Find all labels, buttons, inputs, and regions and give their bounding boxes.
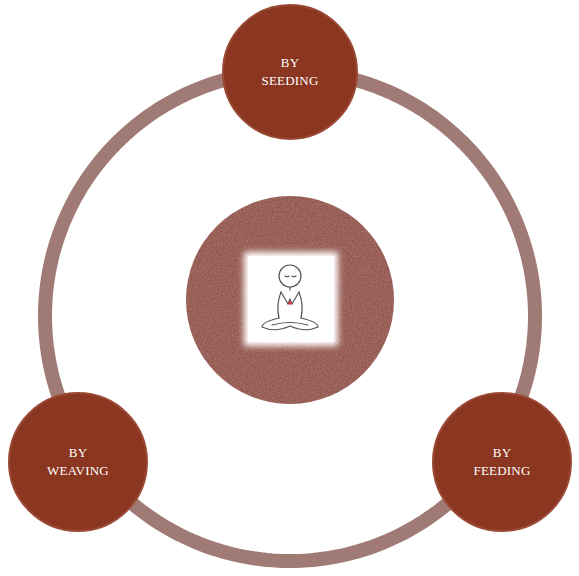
circle-outline [222, 4, 358, 140]
circle-outline [432, 392, 572, 532]
stage-label: BY WEAVING [47, 444, 109, 479]
cycle-ring-arc [354, 79, 535, 398]
stage-label: BY FEEDING [474, 444, 531, 479]
cycle-ring-arc [45, 79, 226, 398]
picture-ground [248, 256, 334, 342]
stage-circle: BY FEEDING [432, 392, 572, 532]
meditating-figure [262, 265, 318, 330]
circle-outline [8, 392, 148, 532]
heart-dot [288, 301, 292, 305]
center-circle [186, 196, 394, 404]
stage-circle: BY SEEDING [222, 4, 358, 140]
stage-circle: BY WEAVING [8, 392, 148, 532]
cycle-ring-arc [131, 502, 450, 561]
stage-label: BY SEEDING [262, 54, 319, 89]
picture-frame [244, 252, 338, 346]
